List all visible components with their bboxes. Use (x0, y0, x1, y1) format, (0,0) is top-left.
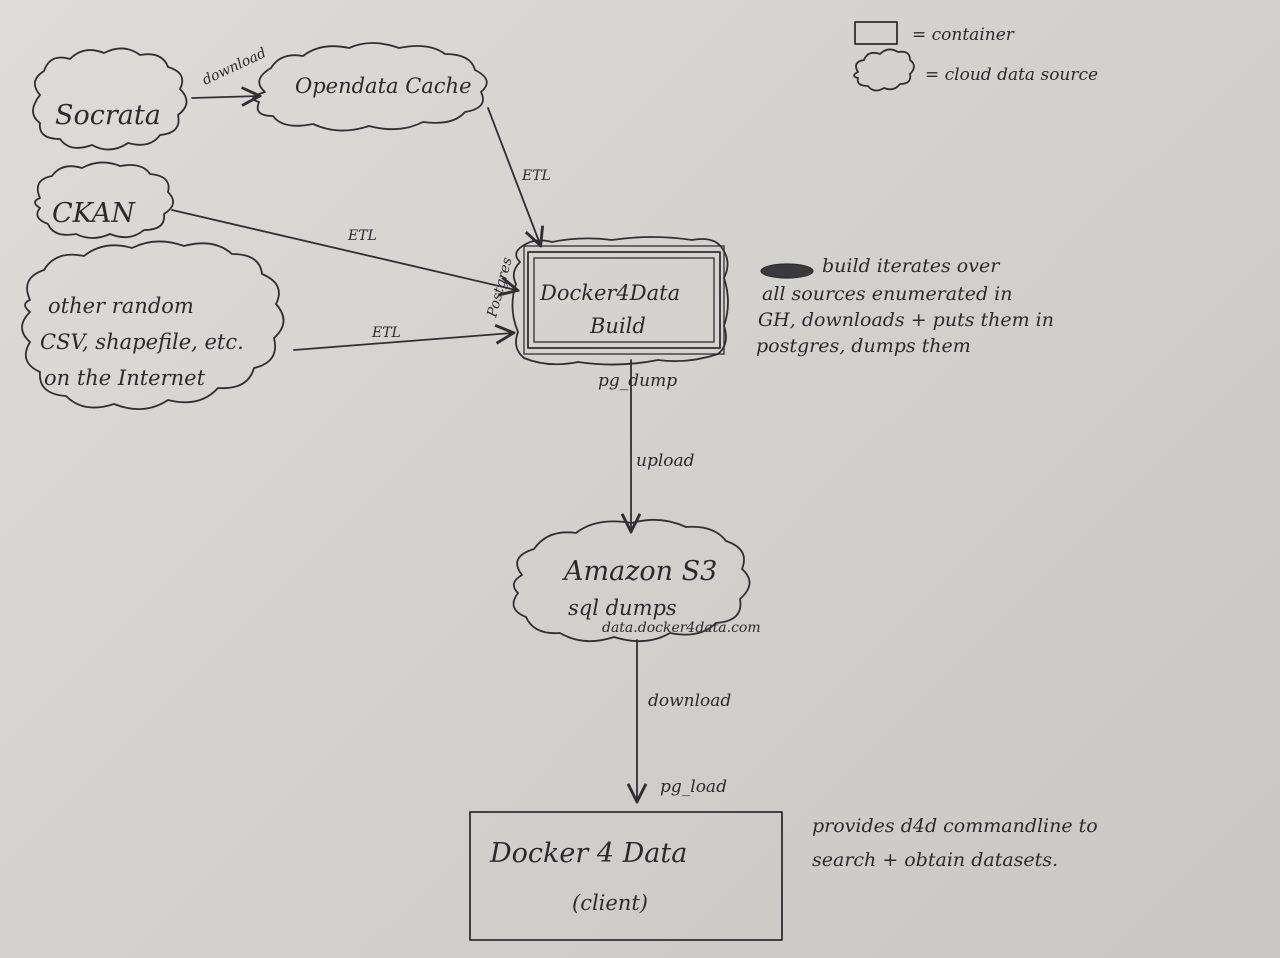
ckan-label: CKAN (52, 198, 136, 229)
build-note-line-3: GH, downloads + puts them in (758, 309, 1054, 331)
build-label-line-2: Build (589, 314, 646, 338)
legend-container-swatch (854, 21, 898, 45)
other-random-line-3: on the Internet (44, 366, 206, 390)
build-note-line-4: postgres, dumps them (756, 335, 971, 357)
postgres-tag: Postgres (484, 256, 516, 320)
edge-label-etl-cache: ETL (521, 168, 551, 184)
other-random-line-1: other random (48, 294, 194, 318)
opendata-cache-label: Opendata Cache (295, 74, 472, 98)
ckan-cloud-outline (34, 161, 174, 239)
socrata-label: Socrata (55, 100, 161, 131)
legend-cloud-label: = cloud data source (925, 65, 1098, 85)
amazon-s3-outline (512, 518, 751, 643)
edge-label-upload: upload (636, 451, 695, 471)
build-box-sketch (523, 245, 725, 355)
amazon-s3-line-2: sql dumps (568, 596, 677, 620)
build-note-line-2: all sources enumerated in (762, 283, 1013, 305)
opendata-cache-outline (252, 42, 488, 132)
legend-container-label: = container (912, 25, 1015, 45)
arrow-cache-to-build (487, 107, 540, 244)
edge-label-etl-other: ETL (371, 325, 401, 341)
other-random-cloud: other random CSV, shapefile, etc. on the… (21, 240, 285, 410)
build-label-line-1: Docker4Data (539, 281, 680, 305)
edge-label-etl-ckan: ETL (347, 228, 377, 244)
docker4data-build-container: Docker4Data Build Postgres (484, 236, 729, 366)
ckan-cloud: CKAN (34, 161, 174, 239)
client-label-line-2: (client) (572, 891, 648, 915)
build-box-outer (527, 251, 721, 349)
arrow-ckan-to-build (171, 209, 516, 290)
amazon-s3-cloud: Amazon S3 sql dumps data.docker4data.com (512, 518, 761, 643)
build-box-inner (533, 257, 715, 343)
legend-cloud-swatch (853, 48, 915, 92)
arrow-socrata-to-cache (191, 96, 258, 98)
arrow-other-to-build (293, 333, 512, 351)
s3-domain-label: data.docker4data.com (602, 620, 761, 636)
client-note-line-2: search + obtain datasets. (812, 849, 1058, 871)
other-random-line-2: CSV, shapefile, etc. (40, 330, 244, 354)
opendata-cache-cloud: Opendata Cache (252, 42, 488, 132)
amazon-s3-line-1: Amazon S3 (561, 556, 717, 587)
docker4data-client-container: Docker 4 Data (client) (469, 811, 783, 941)
build-note: build iterates over all sources enumerat… (756, 255, 1054, 357)
client-label-line-1: Docker 4 Data (489, 838, 687, 869)
client-note: provides d4d commandline to search + obt… (812, 815, 1098, 871)
edge-label-pg-load: pg_load (660, 777, 727, 797)
legend: = container = cloud data source (853, 21, 1098, 92)
client-note-line-1: provides d4d commandline to (812, 815, 1098, 837)
build-note-line-1: build iterates over (822, 255, 1001, 277)
edge-label-download: download (648, 691, 731, 711)
note-scribble-bullet (760, 263, 814, 279)
connectors: download ETL ETL ETL pg_dump upload down… (171, 45, 731, 800)
client-box (469, 811, 783, 941)
other-random-outline (21, 240, 285, 410)
socrata-cloud: Socrata (32, 47, 188, 151)
edge-label-pg-dump: pg_dump (598, 371, 677, 391)
socrata-cloud-outline (32, 47, 188, 151)
